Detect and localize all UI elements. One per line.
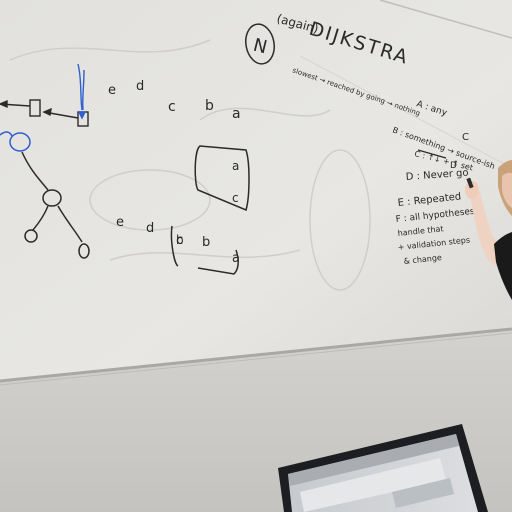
right-letter-d: D [450, 161, 457, 171]
diagram-box-left [29, 99, 41, 117]
letter-mid-5: a [232, 251, 240, 266]
matrix-b: c [232, 191, 239, 205]
letter-a: e [108, 83, 116, 98]
right-letter-c: C [462, 132, 469, 143]
right-letters: C D [450, 132, 469, 171]
letter-mid-2: d [146, 221, 154, 236]
letters-top-row: e d c b a [108, 79, 241, 122]
board-rail [0, 327, 512, 383]
tree-graph [0, 131, 90, 259]
letter-mid-3: c [176, 233, 183, 248]
tree-node-leaf-left [24, 229, 38, 243]
presenter-shirt [494, 232, 512, 300]
laptop-toolbar [288, 434, 459, 486]
board-top-edge [379, 0, 512, 39]
tree-node-leaf-right [78, 243, 90, 259]
presenter-face [502, 172, 512, 208]
matrix-a: a [232, 159, 239, 173]
note-8: & change [403, 253, 442, 266]
letter-b: d [136, 79, 144, 94]
erased-marks [9, 39, 371, 291]
tree-node-root [9, 132, 31, 152]
letter-mid-4: b [202, 235, 210, 250]
letters-mid-row: e d c b a [116, 215, 240, 266]
title-circle [245, 23, 275, 65]
tree-node-mid [42, 189, 62, 207]
matrix-block: a c b [170, 145, 250, 275]
marker [466, 177, 474, 189]
flow-diagram [0, 63, 89, 127]
note-3: D : Never go [405, 168, 469, 183]
presenter-hand [465, 181, 479, 199]
letter-e: a [232, 106, 241, 122]
laptop [278, 424, 488, 512]
letter-d: b [205, 98, 214, 114]
letter-c: c [168, 99, 176, 115]
presenter [465, 160, 512, 300]
letter-mid-1: e [116, 215, 124, 230]
matrix-c: b [176, 233, 184, 247]
whiteboard [0, 0, 512, 382]
title-circle-letter: N [251, 35, 269, 59]
